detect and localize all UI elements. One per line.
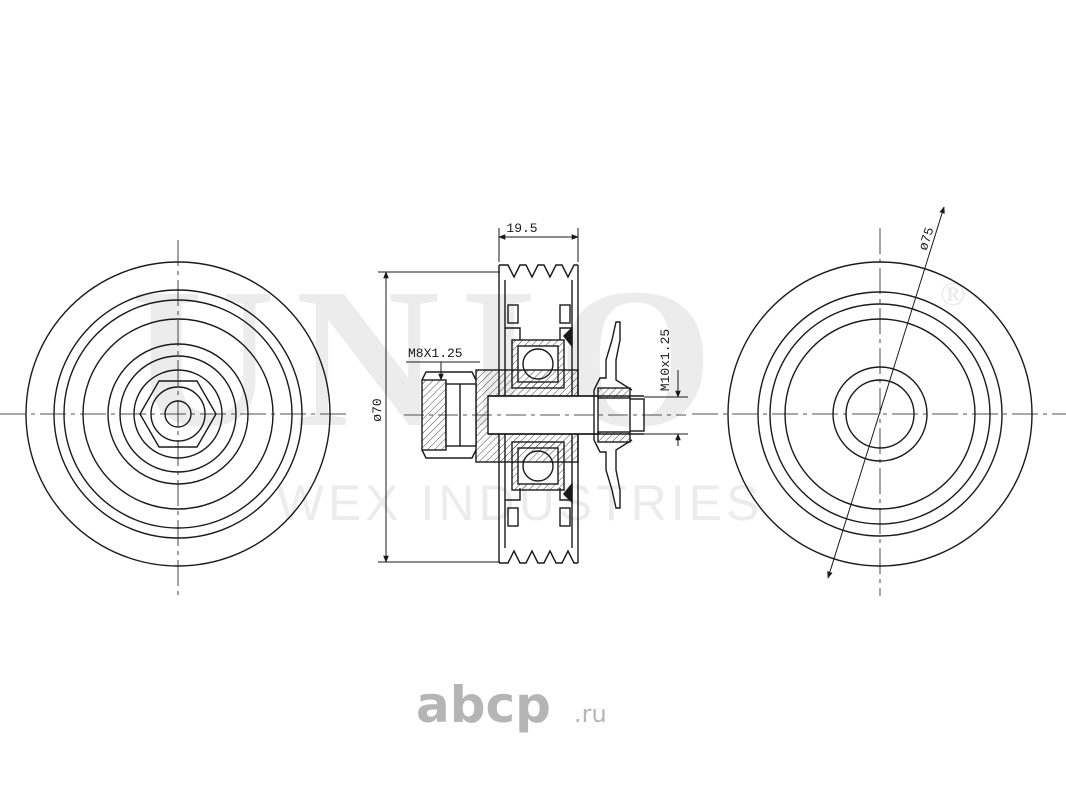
front-view-bolt-side (0, 240, 348, 596)
site-logo-tld: .ru (574, 700, 607, 728)
pulley-groove-profile-bottom (499, 549, 578, 564)
watermark-registered-mark: ® (940, 276, 965, 313)
shaft-thread-dimension: M10x1.25 (658, 329, 673, 391)
section-view (404, 264, 686, 564)
site-logo: abcp .ru (416, 676, 607, 734)
front-view-shield-side (692, 206, 1066, 596)
width-dimension: 19.5 (506, 221, 537, 236)
outer-diameter-dimension: ø70 (370, 398, 385, 421)
dimension-lines (378, 228, 688, 563)
bolt-thread-dimension: M8X1.25 (408, 346, 463, 361)
site-logo-name: abcp (416, 676, 551, 734)
pulley-groove-profile-top (499, 264, 578, 279)
pulley-diameter-dimension: ø75 (916, 225, 937, 252)
dimension-labels: 19.5 ø70 M8X1.25 M10x1.25 ø75 (370, 221, 937, 422)
